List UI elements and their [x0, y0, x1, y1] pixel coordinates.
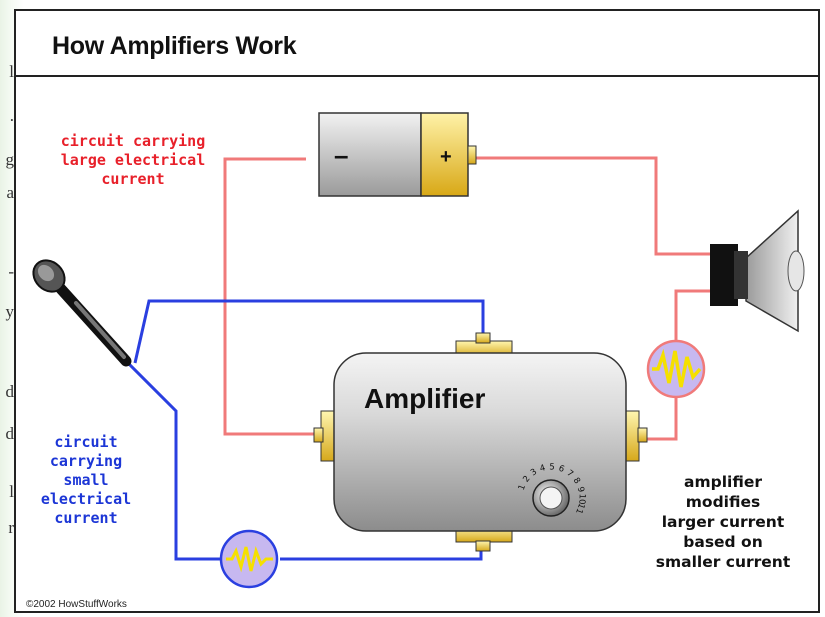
label-line: circuit [54, 433, 118, 451]
amplifier-label: Amplifier [364, 383, 486, 414]
title-bar: How Amplifiers Work [16, 11, 818, 77]
dial-number: 5 [549, 462, 555, 472]
side-text: d [5, 424, 15, 443]
current-meter-icon [219, 529, 279, 589]
side-text: d [5, 382, 15, 401]
battery-icon: – + [318, 112, 477, 197]
side-text: l [9, 62, 14, 81]
label-line: based on [683, 533, 763, 551]
side-text: g [5, 150, 15, 169]
side-text: y [5, 302, 15, 321]
label-line: larger current [661, 513, 785, 531]
microphone-icon [32, 259, 132, 367]
large-current-label: circuit carrying large electrical curren… [38, 132, 228, 189]
label-line: modifies [685, 493, 761, 511]
battery-plus: + [440, 146, 452, 168]
copyright: ©2002 HowStuffWorks [26, 599, 127, 610]
volume-dial-icon [532, 479, 570, 517]
dial-number: 11 [573, 502, 586, 516]
dial-number: 7 [565, 468, 575, 479]
label-line: large electrical [60, 151, 206, 169]
diagram-canvas: – + [32, 112, 805, 589]
battery-minus: – [334, 140, 348, 170]
amplifier-diagram: How Amplifiers Work [14, 9, 820, 613]
dial-number: 10 [576, 493, 586, 504]
dial-number: 4 [539, 463, 547, 474]
diagram-title: How Amplifiers Work [52, 32, 297, 60]
label-line: current [54, 509, 118, 527]
small-current-label: circuit carrying small electrical curren… [26, 433, 146, 528]
dial-number: 2 [521, 474, 532, 484]
label-line: circuit carrying [60, 132, 206, 150]
label-line: current [101, 170, 165, 188]
label-line: electrical [40, 490, 132, 508]
large-current-circuit [223, 156, 710, 441]
dial-number: 9 [575, 486, 586, 494]
dial-number: 8 [571, 476, 582, 486]
label-line: amplifier [684, 473, 762, 491]
dial-number: 3 [529, 467, 539, 478]
side-text: a [6, 183, 14, 202]
dial-number: 6 [557, 464, 566, 475]
current-meter-icon [646, 339, 706, 399]
amplifier-modifies-label: amplifier modifies larger current based … [638, 472, 808, 572]
label-line: carrying [49, 452, 123, 470]
dial-number: 1 [517, 483, 528, 492]
label-line: small [63, 471, 109, 489]
side-text: - [8, 262, 14, 281]
side-text: . [9, 106, 14, 125]
speaker-icon [710, 209, 805, 333]
side-text: l [9, 482, 14, 501]
label-line: smaller current [655, 553, 791, 571]
side-text: r [8, 518, 14, 537]
